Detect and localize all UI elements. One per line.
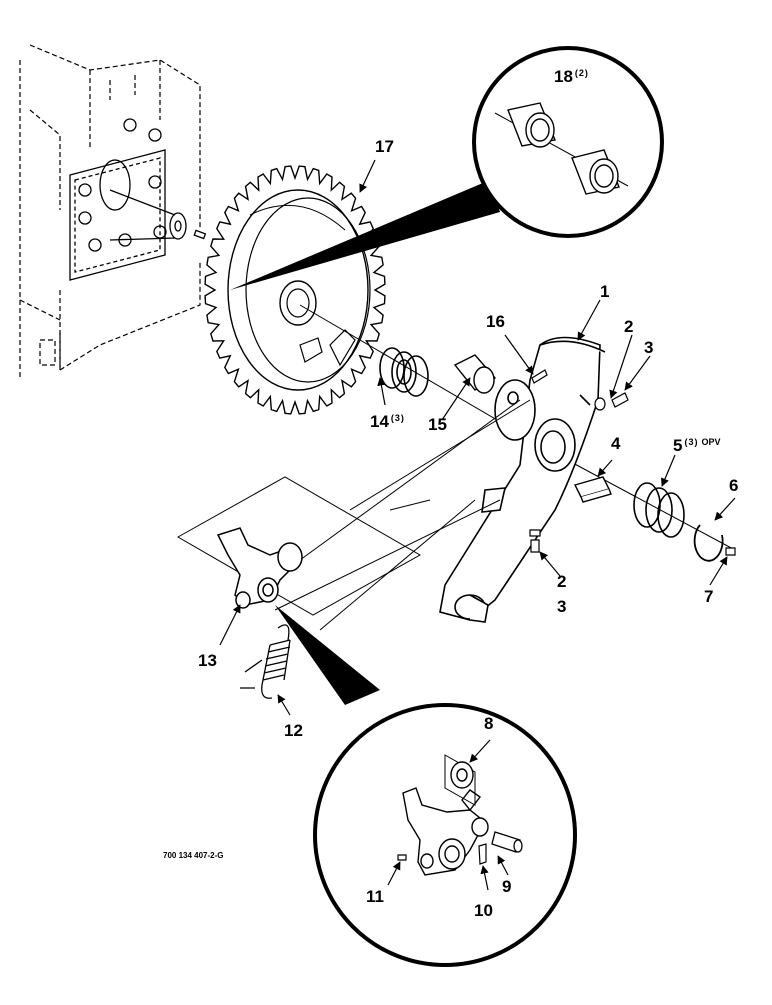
latch-detail-circle bbox=[275, 605, 575, 965]
callout-14-number: 14 bbox=[370, 412, 389, 431]
latch bbox=[218, 528, 302, 608]
detail-pin bbox=[492, 832, 522, 852]
callout-5-note: OPV bbox=[701, 437, 721, 447]
callout-8-number: 8 bbox=[484, 714, 494, 733]
lever-arm bbox=[440, 338, 605, 623]
output-shaft bbox=[110, 190, 205, 240]
callout-2-lower: 2 bbox=[557, 573, 566, 590]
detail-set-screw bbox=[398, 855, 406, 860]
callout-2-upper-number: 2 bbox=[624, 317, 634, 336]
snap-ring bbox=[695, 525, 723, 561]
callout-13: 13 bbox=[198, 652, 217, 669]
callout-4: 4 bbox=[611, 435, 620, 452]
callout-11-number: 11 bbox=[366, 887, 384, 906]
callout-6: 6 bbox=[729, 477, 738, 494]
sprocket bbox=[205, 166, 385, 414]
callout-3-lower-number: 3 bbox=[557, 597, 567, 616]
callout-1-number: 1 bbox=[600, 282, 610, 301]
callout-1: 1 bbox=[600, 283, 609, 300]
callout-18-number: 18 bbox=[554, 67, 573, 86]
disc-springs bbox=[634, 483, 684, 537]
callout-7-number: 7 bbox=[704, 587, 714, 606]
callout-15-number: 15 bbox=[428, 415, 447, 434]
callout-14-qty: (3) bbox=[390, 413, 405, 423]
callout-5-qty: (3) bbox=[684, 437, 699, 447]
callout-17-number: 17 bbox=[375, 137, 394, 156]
callout-3-upper: 3 bbox=[644, 339, 653, 356]
key bbox=[575, 477, 611, 502]
bolt-lower bbox=[530, 530, 540, 552]
callout-4-number: 4 bbox=[611, 434, 621, 453]
callout-2-upper: 2 bbox=[624, 318, 633, 335]
reference-plane bbox=[178, 477, 420, 615]
callout-6-number: 6 bbox=[729, 476, 739, 495]
bolt-upper bbox=[595, 393, 628, 410]
callout-10-number: 10 bbox=[474, 901, 493, 920]
callout-9: 9 bbox=[502, 878, 511, 895]
callout-12: 12 bbox=[284, 722, 303, 739]
callout-14: 14(3) bbox=[370, 413, 405, 430]
callout-9-number: 9 bbox=[502, 877, 512, 896]
callout-17: 17 bbox=[375, 138, 394, 155]
roll-pin-upper bbox=[532, 370, 547, 383]
callout-16-number: 16 bbox=[486, 312, 505, 331]
grease-fitting bbox=[726, 548, 735, 555]
bushing-detail-circle bbox=[230, 48, 662, 290]
spacer-sleeve bbox=[455, 355, 495, 393]
belleville-springs bbox=[380, 348, 428, 396]
detail-roll-pin bbox=[479, 844, 486, 864]
callout-18-qty: (2) bbox=[574, 68, 589, 78]
callout-7: 7 bbox=[704, 588, 713, 605]
callout-5: 5(3)OPV bbox=[673, 437, 720, 454]
callout-18: 18(2) bbox=[554, 68, 589, 85]
callout-3-upper-number: 3 bbox=[644, 338, 654, 357]
detail-roller bbox=[451, 762, 473, 788]
callout-16: 16 bbox=[486, 313, 505, 330]
leader-arrows bbox=[220, 160, 735, 890]
callout-15: 15 bbox=[428, 416, 447, 433]
assembly-leader-lines bbox=[275, 400, 530, 630]
gearbox-mount-plate bbox=[70, 119, 166, 280]
callout-11: 11 bbox=[366, 888, 384, 905]
callout-5-number: 5 bbox=[673, 436, 683, 455]
extension-spring bbox=[240, 625, 290, 698]
drawing-code: 700 134 407-2-G bbox=[163, 851, 224, 860]
callout-2-lower-number: 2 bbox=[557, 572, 567, 591]
callout-8: 8 bbox=[484, 715, 493, 732]
callout-12-number: 12 bbox=[284, 721, 303, 740]
callout-10: 10 bbox=[474, 902, 493, 919]
callout-3-lower: 3 bbox=[557, 598, 566, 615]
callout-13-number: 13 bbox=[198, 651, 217, 670]
frame-housing bbox=[20, 45, 200, 380]
